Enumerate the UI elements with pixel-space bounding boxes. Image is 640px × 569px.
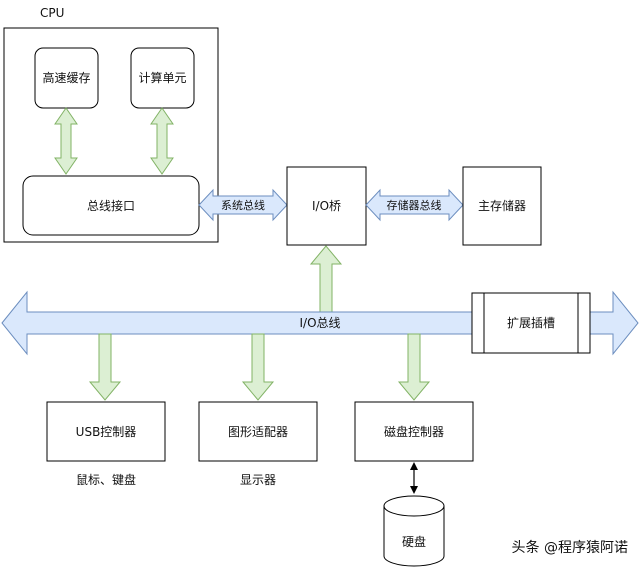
expansion-slot-label: 扩展插槽 (507, 316, 555, 330)
alu-label: 计算单元 (138, 70, 186, 85)
main-memory-box (462, 166, 542, 246)
expansion-slot-box (471, 292, 591, 354)
cache-label: 高速缓存 (42, 70, 90, 85)
main-memory-label: 主存储器 (478, 198, 526, 213)
disk-controller-label: 磁盘控制器 (384, 424, 444, 439)
disk-cylinder-top (383, 495, 445, 517)
graphics-adapter-box (198, 401, 318, 462)
connector-up-arrowhead (410, 462, 418, 470)
system-bus-label: 系统总线 (221, 198, 265, 212)
usb-devices-caption: 鼠标、键盘 (76, 472, 136, 487)
io-bus-to-bridge-arrow (309, 245, 343, 313)
memory-bus-label: 存储器总线 (387, 198, 442, 212)
io-bus-arrow (1, 290, 639, 356)
io-bus-label: I/O总线 (299, 316, 340, 330)
watermark: 头条 @程序猿阿诺 (512, 539, 628, 556)
usb-controller-box (46, 401, 166, 462)
io-bus-to-graphics-arrow (241, 333, 275, 401)
disk-label: 硬盘 (402, 534, 426, 549)
io-bridge-box (286, 166, 367, 246)
disk-controller-box (354, 401, 474, 462)
alu-bus-arrow (150, 107, 174, 175)
bus-interface-label: 总线接口 (87, 198, 135, 213)
io-bus-to-disk-controller-arrow (397, 333, 431, 401)
cpu-label: CPU (40, 6, 64, 20)
connector-down-arrowhead (410, 486, 418, 494)
cache-bus-arrow (54, 107, 78, 175)
io-bus-to-usb-arrow (88, 333, 122, 401)
graphics-adapter-label: 图形适配器 (228, 425, 288, 439)
display-caption: 显示器 (240, 473, 276, 487)
io-bridge-label: I/O桥 (312, 199, 341, 213)
disk-cylinder-body (383, 506, 445, 567)
usb-controller-label: USB控制器 (76, 425, 137, 439)
